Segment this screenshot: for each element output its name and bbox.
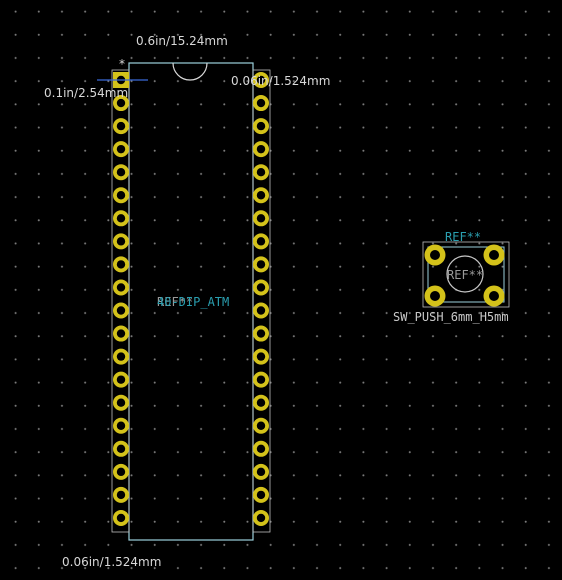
dip-pad-right[interactable] <box>253 348 269 365</box>
dip-pad-right[interactable] <box>253 72 269 88</box>
switch-pad[interactable] <box>424 244 446 266</box>
dip-pad-right[interactable] <box>253 440 269 457</box>
dip-pad-left[interactable] <box>113 187 129 204</box>
dip-pad-left[interactable] <box>113 233 129 250</box>
dip-pad-right[interactable] <box>253 118 269 135</box>
top-width-dimension: 0.6in/15.24mm <box>136 34 228 48</box>
pitch-dimension: 0.1in/2.54mm <box>44 86 128 100</box>
switch-pad[interactable] <box>424 285 446 307</box>
dip-pad-left[interactable] <box>113 325 129 342</box>
pin1-marker: * <box>119 57 125 71</box>
switch-value-label: SW_PUSH_6mm_H5mm <box>393 310 509 324</box>
dip-pad-left[interactable] <box>113 417 129 434</box>
dip40-footprint[interactable]: REF** 40-DIP_ATM * <box>111 57 271 541</box>
switch-inner-ref-label: REF** <box>447 268 483 282</box>
dip-pad-right[interactable] <box>253 371 269 388</box>
switch-actuator-outline <box>446 255 484 293</box>
dip-pad-left[interactable] <box>113 371 129 388</box>
dip-pad-left[interactable] <box>113 394 129 411</box>
dimension-annotations: 0.6in/15.24mm 0.1in/2.54mm 0.06in/1.524m… <box>44 34 330 569</box>
dip-pad-left[interactable] <box>113 509 129 526</box>
dip-courtyard-right <box>252 69 271 533</box>
pad-size-dimension: 0.06in/1.524mm <box>231 74 330 88</box>
dip-pad-left[interactable] <box>113 302 129 319</box>
dip-pad-left[interactable] <box>113 256 129 273</box>
dip-pad-right[interactable] <box>253 325 269 342</box>
pin1-notch <box>172 62 208 81</box>
dip-pad-right[interactable] <box>253 417 269 434</box>
dip-pad-right[interactable] <box>253 279 269 296</box>
dip-pad-left[interactable] <box>113 95 129 112</box>
dip-pad-right[interactable] <box>253 233 269 250</box>
push-switch-footprint[interactable]: REF** REF** SW_PUSH_6mm_H5mm <box>393 230 510 324</box>
dip-pad-right[interactable] <box>253 486 269 503</box>
dip-pad-right[interactable] <box>253 141 269 158</box>
dip-pad-right[interactable] <box>253 164 269 181</box>
switch-courtyard <box>422 241 510 308</box>
dip-pad-left[interactable] <box>113 348 129 365</box>
dip-pad-right[interactable] <box>253 394 269 411</box>
dip-ref-label: REF** <box>157 295 193 309</box>
dip-pad-right[interactable] <box>253 509 269 526</box>
switch-body-outline <box>427 246 505 303</box>
dip-courtyard-left <box>111 69 130 533</box>
dip-pad-left[interactable] <box>113 141 129 158</box>
dip-pad-right[interactable] <box>253 187 269 204</box>
dip-pad-left[interactable] <box>113 210 129 227</box>
dip-pad-left[interactable] <box>113 279 129 296</box>
dip-pad-left[interactable] <box>113 118 129 135</box>
switch-pad[interactable] <box>483 285 505 307</box>
dip-pad-right[interactable] <box>253 210 269 227</box>
dip-pad-left[interactable] <box>113 486 129 503</box>
dip-pads <box>113 72 269 526</box>
switch-pads <box>424 244 505 307</box>
dip-value-label: 40-DIP_ATM <box>157 295 229 309</box>
switch-ref-label: REF** <box>445 230 481 244</box>
dip-pad-right[interactable] <box>253 463 269 480</box>
dip-pad-right[interactable] <box>253 95 269 112</box>
pad-size-bottom-dimension: 0.06in/1.524mm <box>62 555 161 569</box>
dip-pad-left[interactable] <box>113 463 129 480</box>
dip-pad-right[interactable] <box>253 256 269 273</box>
dip-pad-left[interactable] <box>113 440 129 457</box>
switch-pad[interactable] <box>483 244 505 266</box>
dip-pad-right[interactable] <box>253 302 269 319</box>
dip-pad-left[interactable] <box>113 164 129 181</box>
